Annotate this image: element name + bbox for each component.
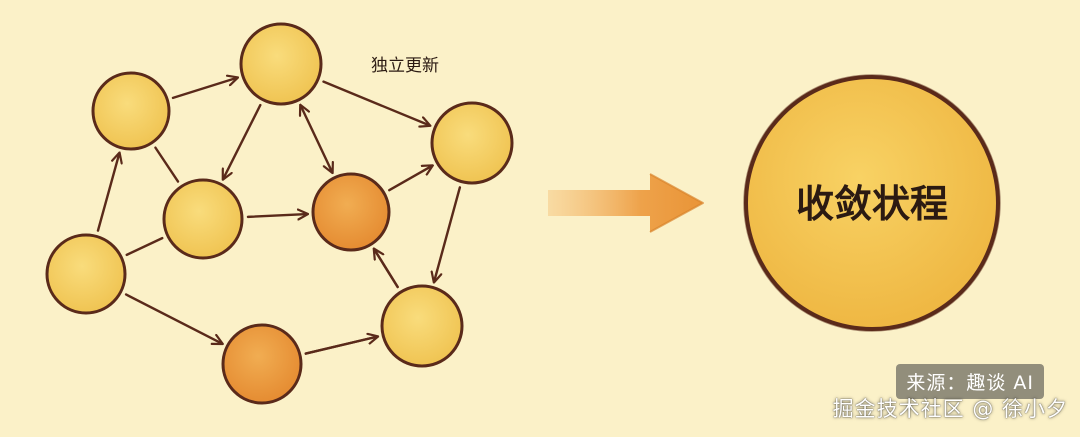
edge-n4-n5 — [246, 214, 307, 217]
edge-n2-n6 — [322, 80, 430, 126]
nodes-layer — [45, 22, 514, 405]
edge-n3-n4 — [125, 236, 164, 257]
node-n5 — [311, 172, 391, 252]
edge-n6-n9 — [434, 186, 462, 281]
edge-n1-n4 — [154, 146, 180, 183]
site-watermark: 掘金技术社区 @ 徐小夕 — [832, 397, 1068, 421]
node-n1 — [91, 71, 171, 151]
node-n7 — [221, 323, 303, 405]
node-n2 — [239, 22, 323, 106]
target-state: 收敛状程 — [743, 74, 1001, 332]
node-n6 — [430, 101, 514, 185]
edge-n8-n5 — [374, 249, 399, 289]
edge-n1-n2 — [171, 78, 237, 100]
edge-n7-n9 — [304, 337, 377, 355]
source-badge: 来源：趣谈 AI — [896, 364, 1044, 399]
edge-n3-n1 — [96, 153, 119, 232]
edge-n2-n5 — [301, 106, 333, 173]
node-n9 — [380, 284, 464, 368]
node-n3 — [45, 233, 127, 315]
edge-n2-n4 — [223, 103, 262, 179]
edge-label: 独立更新 — [371, 56, 439, 76]
edge-n5-n6 — [388, 166, 432, 192]
edges-layer — [96, 78, 462, 355]
target-label: 收敛状程 — [796, 182, 948, 226]
convergence-arrow — [548, 173, 704, 233]
edge-n3-n7 — [124, 293, 222, 343]
node-n4 — [162, 178, 244, 260]
